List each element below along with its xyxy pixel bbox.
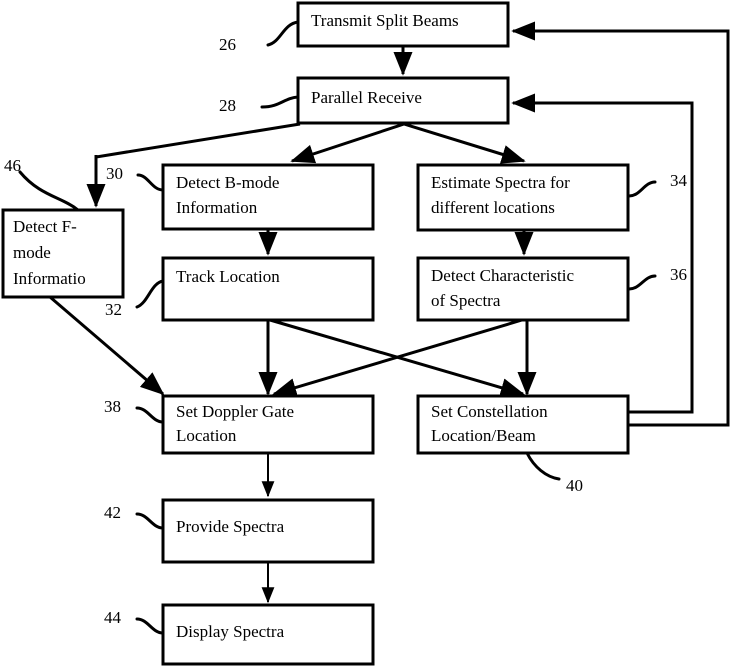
node-set-doppler-gate-location-rect[interactable] bbox=[161, 394, 375, 455]
reference-number-38: 38 bbox=[104, 397, 121, 416]
node-display-spectra[interactable]: Display Spectra bbox=[161, 603, 375, 666]
node-detect-f-mode-information-label-line2: mode bbox=[13, 243, 51, 262]
node-detect-characteristic-of-spectra-label-line2: of Spectra bbox=[431, 291, 501, 310]
node-parallel-receive-label: Parallel Receive bbox=[311, 88, 422, 107]
edge-feedback-to-transmit-split-beams bbox=[511, 21, 730, 427]
node-estimate-spectra-label-line1: Estimate Spectra for bbox=[431, 173, 570, 192]
leader-40 bbox=[525, 451, 561, 481]
node-detect-f-mode-information-label-line1: Detect F- bbox=[13, 217, 77, 236]
node-set-doppler-gate-location-label-line1: Set Doppler Gate bbox=[176, 402, 294, 421]
leader-36 bbox=[626, 274, 657, 291]
leader-34 bbox=[626, 180, 657, 198]
node-estimate-spectra-rect[interactable] bbox=[416, 163, 630, 232]
node-detect-f-mode-information[interactable]: Detect F- mode Informatio bbox=[1, 208, 125, 299]
node-provide-spectra-rect[interactable] bbox=[161, 498, 375, 564]
leader-26 bbox=[266, 20, 300, 47]
node-detect-f-mode-information-label-line3: Informatio bbox=[13, 269, 86, 288]
leader-30 bbox=[136, 173, 165, 192]
reference-leader-layer bbox=[18, 20, 657, 635]
node-parallel-receive[interactable]: Parallel Receive bbox=[296, 76, 510, 125]
reference-number-44: 44 bbox=[104, 608, 122, 627]
node-track-location-rect[interactable] bbox=[161, 256, 375, 322]
node-provide-spectra[interactable]: Provide Spectra bbox=[161, 498, 375, 564]
node-track-location-label: Track Location bbox=[176, 267, 280, 286]
edge-parallel-to-estimate-spectra bbox=[403, 122, 526, 164]
reference-number-42: 42 bbox=[104, 503, 121, 522]
edge-parallel-to-detect-f-mode bbox=[94, 122, 301, 160]
node-transmit-split-beams-label: Transmit Split Beams bbox=[311, 11, 459, 30]
edge-detect-characteristic-to-set-doppler-gate bbox=[272, 318, 523, 397]
node-display-spectra-rect[interactable] bbox=[161, 603, 375, 666]
node-detect-characteristic-of-spectra-label-line1: Detect Characteristic bbox=[431, 266, 574, 285]
node-parallel-receive-rect[interactable] bbox=[296, 76, 510, 125]
node-transmit-split-beams[interactable]: Transmit Split Beams bbox=[296, 1, 510, 48]
node-provide-spectra-label: Provide Spectra bbox=[176, 517, 285, 536]
node-set-doppler-gate-location[interactable]: Set Doppler Gate Location bbox=[161, 394, 375, 455]
node-display-spectra-label: Display Spectra bbox=[176, 622, 285, 641]
node-estimate-spectra[interactable]: Estimate Spectra for different locations bbox=[416, 163, 630, 232]
node-detect-b-mode-information-label-line1: Detect B-mode bbox=[176, 173, 279, 192]
leader-28 bbox=[260, 95, 300, 109]
leader-32 bbox=[135, 279, 165, 309]
leader-38 bbox=[135, 406, 165, 424]
node-detect-b-mode-information-label-line2: Information bbox=[176, 198, 258, 217]
reference-number-28: 28 bbox=[219, 96, 236, 115]
node-set-constellation-location-beam-label-line1: Set Constellation bbox=[431, 402, 548, 421]
connector-layer bbox=[49, 21, 730, 604]
node-set-constellation-location-beam[interactable]: Set Constellation Location/Beam bbox=[416, 394, 630, 455]
node-estimate-spectra-label-line2: different locations bbox=[431, 198, 555, 217]
leader-44 bbox=[135, 617, 165, 635]
node-detect-characteristic-of-spectra-rect[interactable] bbox=[416, 256, 630, 322]
reference-number-32: 32 bbox=[105, 300, 122, 319]
node-set-constellation-location-beam-rect[interactable] bbox=[416, 394, 630, 455]
reference-number-36: 36 bbox=[670, 265, 687, 284]
node-detect-b-mode-information-rect[interactable] bbox=[161, 163, 375, 231]
node-detect-f-mode-information-rect[interactable] bbox=[1, 208, 125, 299]
node-transmit-split-beams-rect[interactable] bbox=[296, 1, 510, 48]
node-set-constellation-location-beam-label-line2: Location/Beam bbox=[431, 426, 536, 445]
reference-number-46: 46 bbox=[4, 156, 21, 175]
edge-detect-f-mode-to-set-doppler-gate bbox=[49, 295, 165, 396]
edge-parallel-to-detect-b-mode bbox=[290, 122, 405, 164]
reference-number-34: 34 bbox=[670, 171, 688, 190]
leader-42 bbox=[135, 512, 165, 530]
node-track-location[interactable]: Track Location bbox=[161, 256, 375, 322]
reference-number-30: 30 bbox=[106, 164, 123, 183]
node-detect-b-mode-information[interactable]: Detect B-mode Information bbox=[161, 163, 375, 231]
node-set-doppler-gate-location-label-line2: Location bbox=[176, 426, 237, 445]
reference-number-40: 40 bbox=[566, 476, 583, 495]
node-detect-characteristic-of-spectra[interactable]: Detect Characteristic of Spectra bbox=[416, 256, 630, 322]
reference-number-layer: 26 28 46 30 34 32 36 38 40 42 44 bbox=[4, 35, 688, 627]
reference-number-26: 26 bbox=[219, 35, 236, 54]
edge-feedback-to-parallel-receive bbox=[511, 93, 694, 414]
leader-46 bbox=[18, 170, 80, 212]
